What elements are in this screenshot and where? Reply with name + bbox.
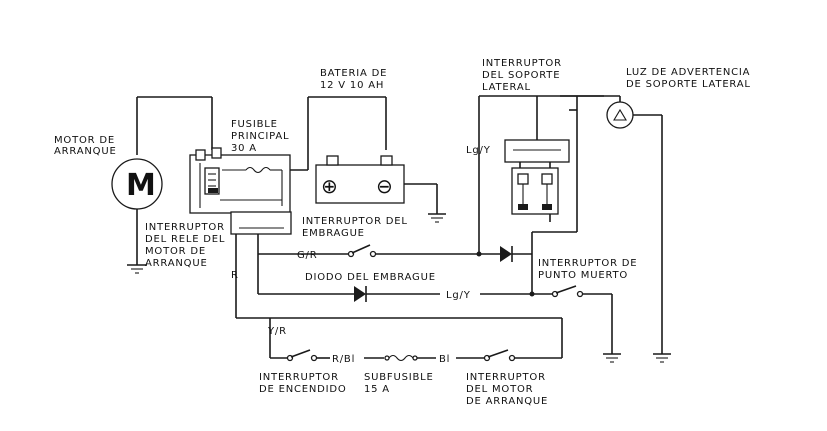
diodo-label: DIODO DEL EMBRAGUE: [305, 272, 436, 283]
starter-motor: M: [111, 97, 163, 274]
wire-code-r: R: [231, 270, 239, 281]
bateria-label-line2: 12 V 10 AH: [320, 80, 384, 91]
encendido-label-line1: INTERRUPTOR: [259, 372, 339, 383]
bateria-label-line1: BATERIA DE: [320, 68, 387, 79]
rele-label-line3: MOTOR DE: [145, 246, 206, 257]
fusible-label-line1: FUSIBLE: [231, 119, 278, 130]
embrague-label-line2: EMBRAGUE: [302, 228, 365, 239]
battery-negative: ⊖: [376, 174, 394, 198]
wire-code-lg-y-mid: Lg/Y: [446, 290, 471, 301]
battery-positive: ⊕: [321, 174, 339, 198]
motor-symbol: M: [126, 168, 156, 203]
rele-label-line2: DEL RELE DEL: [145, 234, 225, 245]
wire-code-r-bl: R/Bl: [332, 354, 355, 365]
wire-code-y-r: Y/R: [267, 326, 287, 337]
motor-arranque-label-line1: INTERRUPTOR: [466, 372, 546, 383]
wire-code-g-r: G/R: [297, 250, 317, 261]
fusible-label-line2: PRINCIPAL: [231, 131, 289, 142]
motor-arranque-label-line2: DEL MOTOR: [466, 384, 533, 395]
punto-muerto-label-line2: PUNTO MUERTO: [538, 270, 628, 281]
luz-label-line2: DE SOPORTE LATERAL: [626, 79, 751, 90]
fusible-label-line3: 30 A: [231, 143, 257, 154]
wire-code-bl: Bl: [439, 354, 450, 365]
subfusible-label-line2: 15 A: [364, 384, 390, 395]
battery: ⊕ ⊖: [315, 155, 405, 204]
encendido-label-line2: DE ENCENDIDO: [259, 384, 347, 395]
motor-label-line2: ARRANQUE: [54, 146, 117, 157]
subfusible-label-line1: SUBFUSIBLE: [364, 372, 434, 383]
embrague-label-line1: INTERRUPTOR DEL: [302, 216, 408, 227]
motor-arranque-label-line3: DE ARRANQUE: [466, 396, 548, 407]
wire-code-lg-y-top: Lg/Y: [466, 145, 491, 156]
punto-muerto-label-line1: INTERRUPTOR DE: [538, 258, 637, 269]
luz-label-line1: LUZ DE ADVERTENCIA: [626, 67, 750, 78]
side-stand-switch: [504, 96, 570, 215]
clutch-switch: [230, 211, 292, 235]
warning-lamp: [606, 101, 634, 129]
rele-label-line4: ARRANQUE: [145, 258, 208, 269]
soporte-label-line3: LATERAL: [482, 82, 531, 93]
soporte-label-line2: DEL SOPORTE: [482, 70, 560, 81]
rele-label-line1: INTERRUPTOR: [145, 222, 225, 233]
motor-label-line1: MOTOR DE: [54, 135, 115, 146]
starter-relay: [189, 147, 291, 214]
soporte-label-line1: INTERRUPTOR: [482, 58, 562, 69]
